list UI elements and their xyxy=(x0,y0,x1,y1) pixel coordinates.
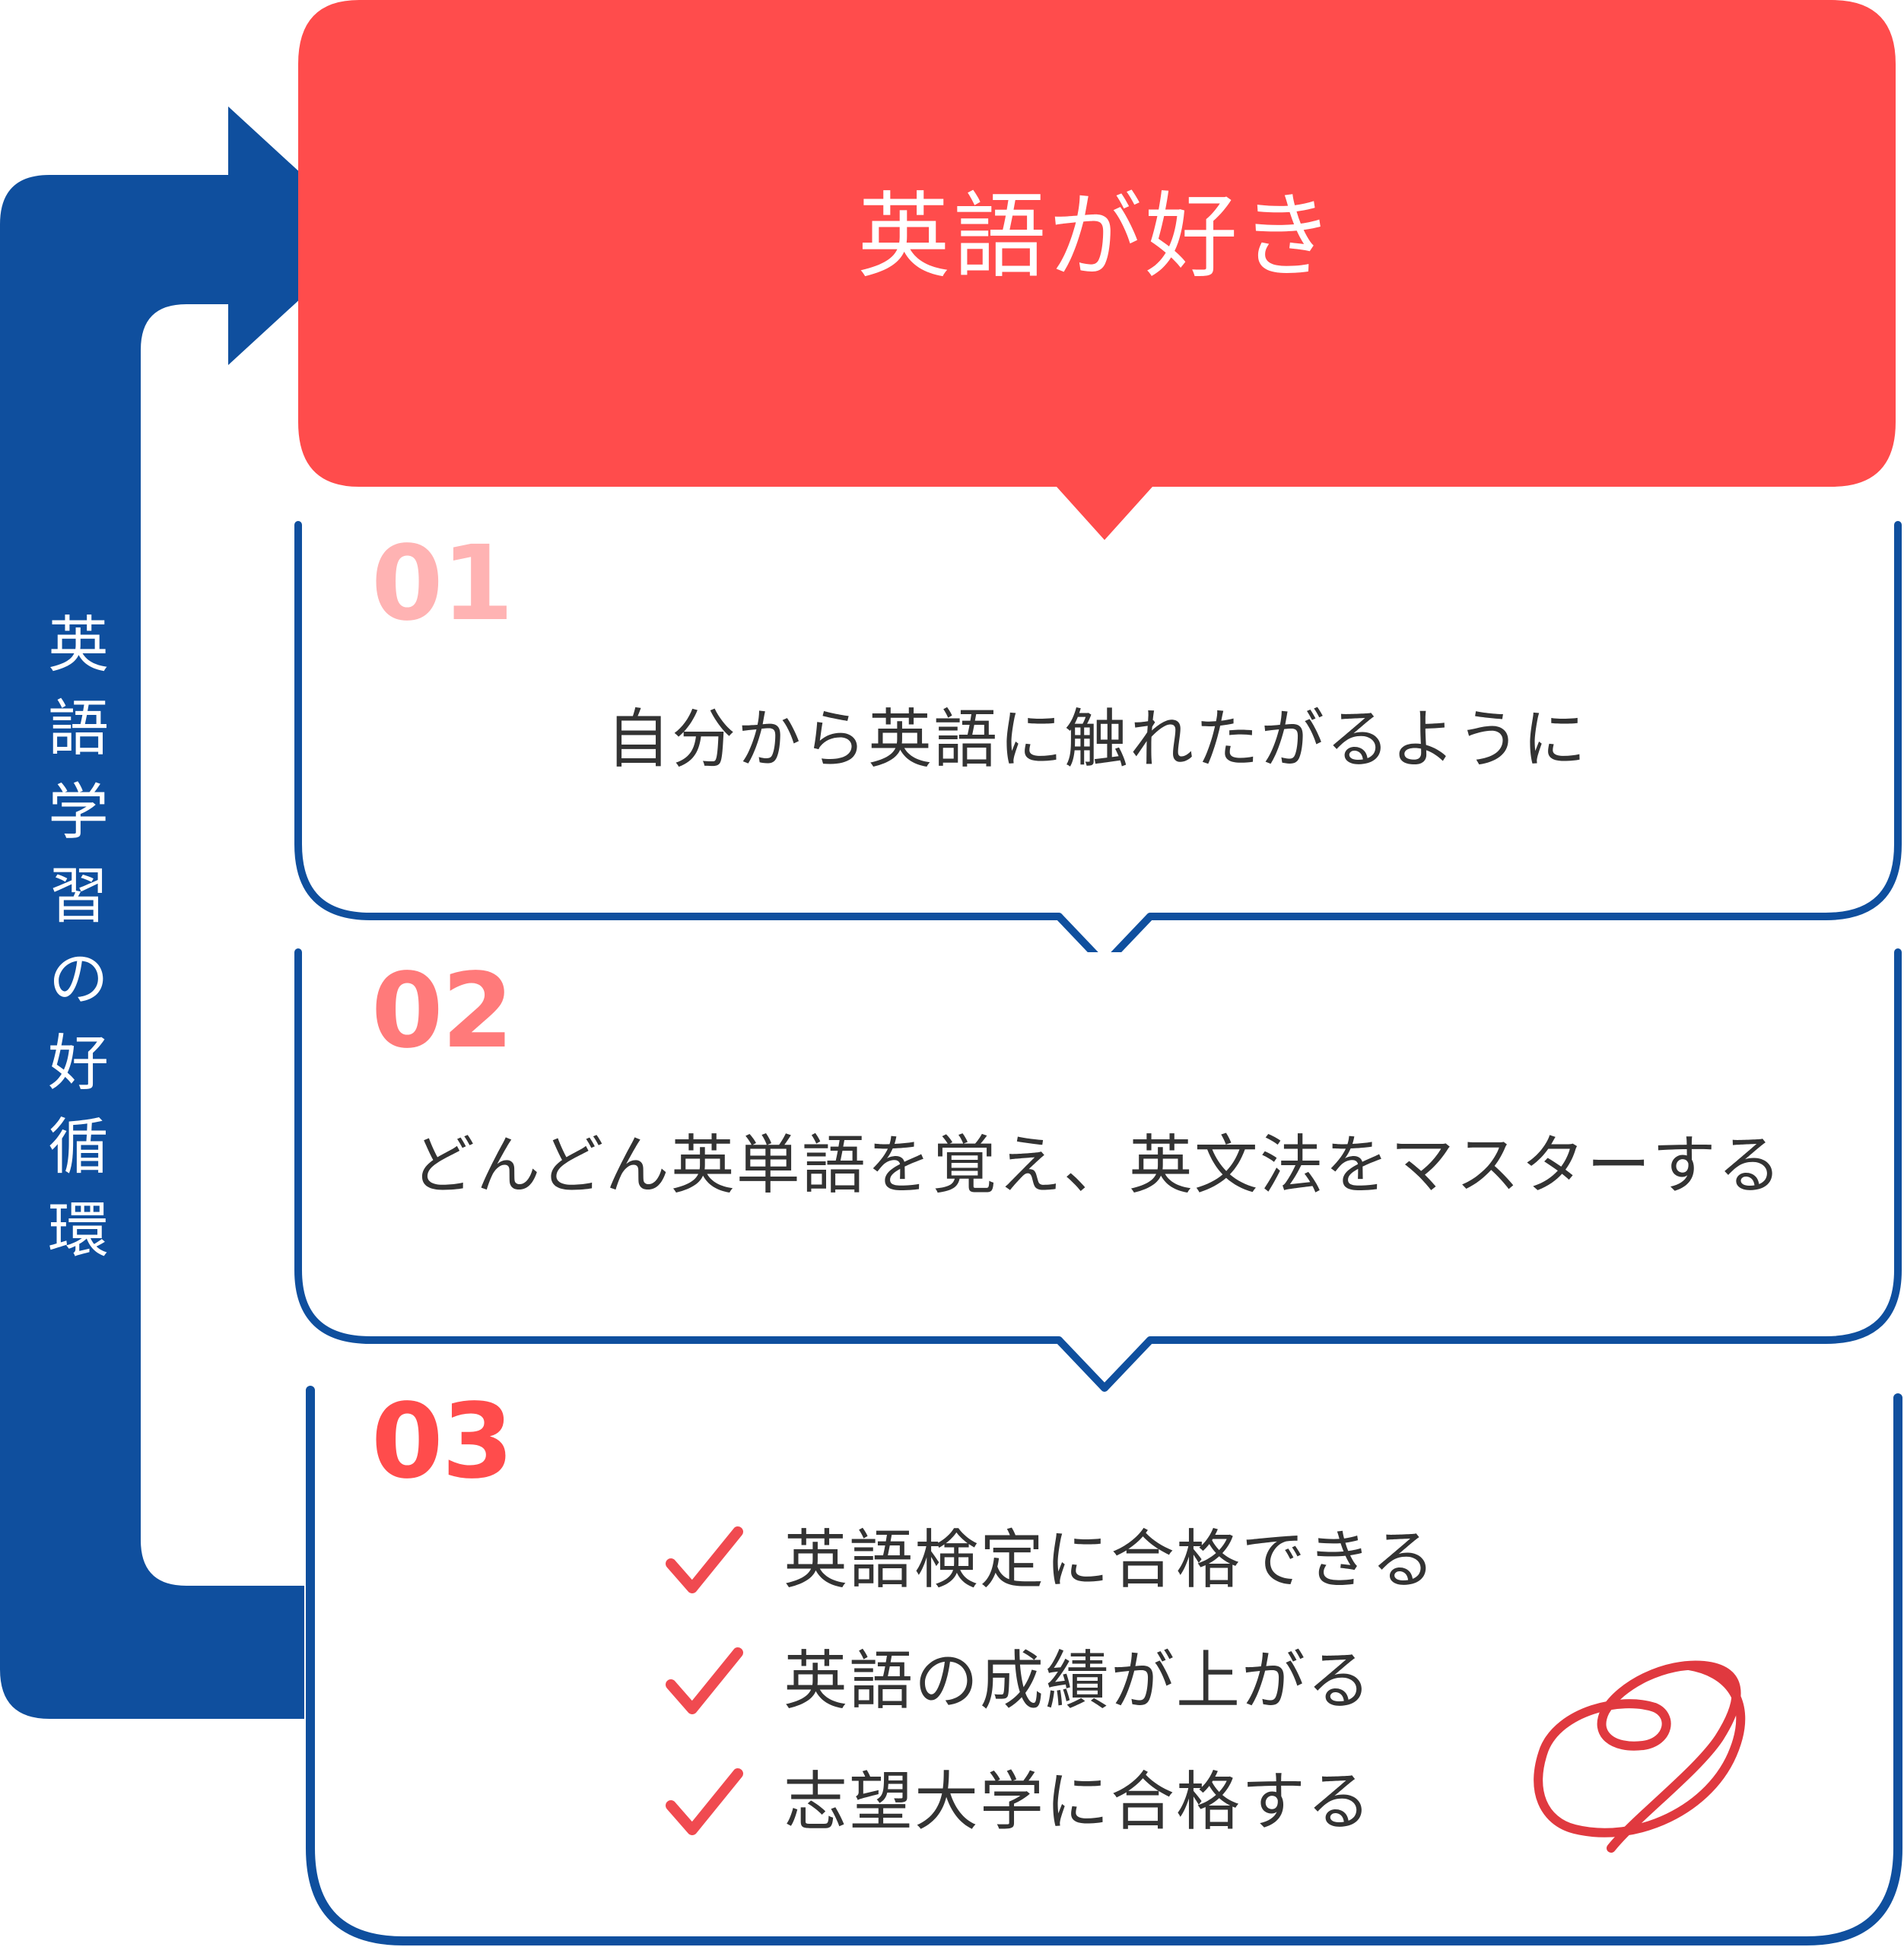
header-title: 英語が好き xyxy=(857,183,1337,291)
checklist-item: 志望大学に合格する xyxy=(662,1760,1372,1844)
step-02-number: 02 xyxy=(371,951,513,1072)
hanamaru-icon xyxy=(1597,1660,1741,1853)
checklist-item-label: 英語の成績が上がる xyxy=(784,1644,1373,1718)
check-icon xyxy=(666,1526,743,1593)
cycle-arrow xyxy=(0,106,369,1719)
cycle-label: 英語学習の好循環 xyxy=(38,612,109,1282)
step-03-number: 03 xyxy=(371,1382,513,1502)
check-icon xyxy=(666,1647,743,1714)
check-icon xyxy=(666,1768,743,1835)
checklist-item: 英語検定に合格できる xyxy=(662,1518,1436,1602)
checklist-item: 英語の成績が上がる xyxy=(662,1639,1372,1723)
header-box xyxy=(298,0,1896,540)
hanamaru-outer-icon xyxy=(1534,1661,1746,1837)
step-02-text: どんどん英単語を覚え、英文法をマスターする xyxy=(411,1128,1783,1202)
checklist-item-label: 志望大学に合格する xyxy=(784,1764,1373,1839)
step-01-number: 01 xyxy=(371,524,513,644)
checklist-item-label: 英語検定に合格できる xyxy=(784,1523,1437,1597)
step-01-text: 自分から英語に触れたがるように xyxy=(606,702,1588,777)
step-02-box xyxy=(294,948,1902,1392)
